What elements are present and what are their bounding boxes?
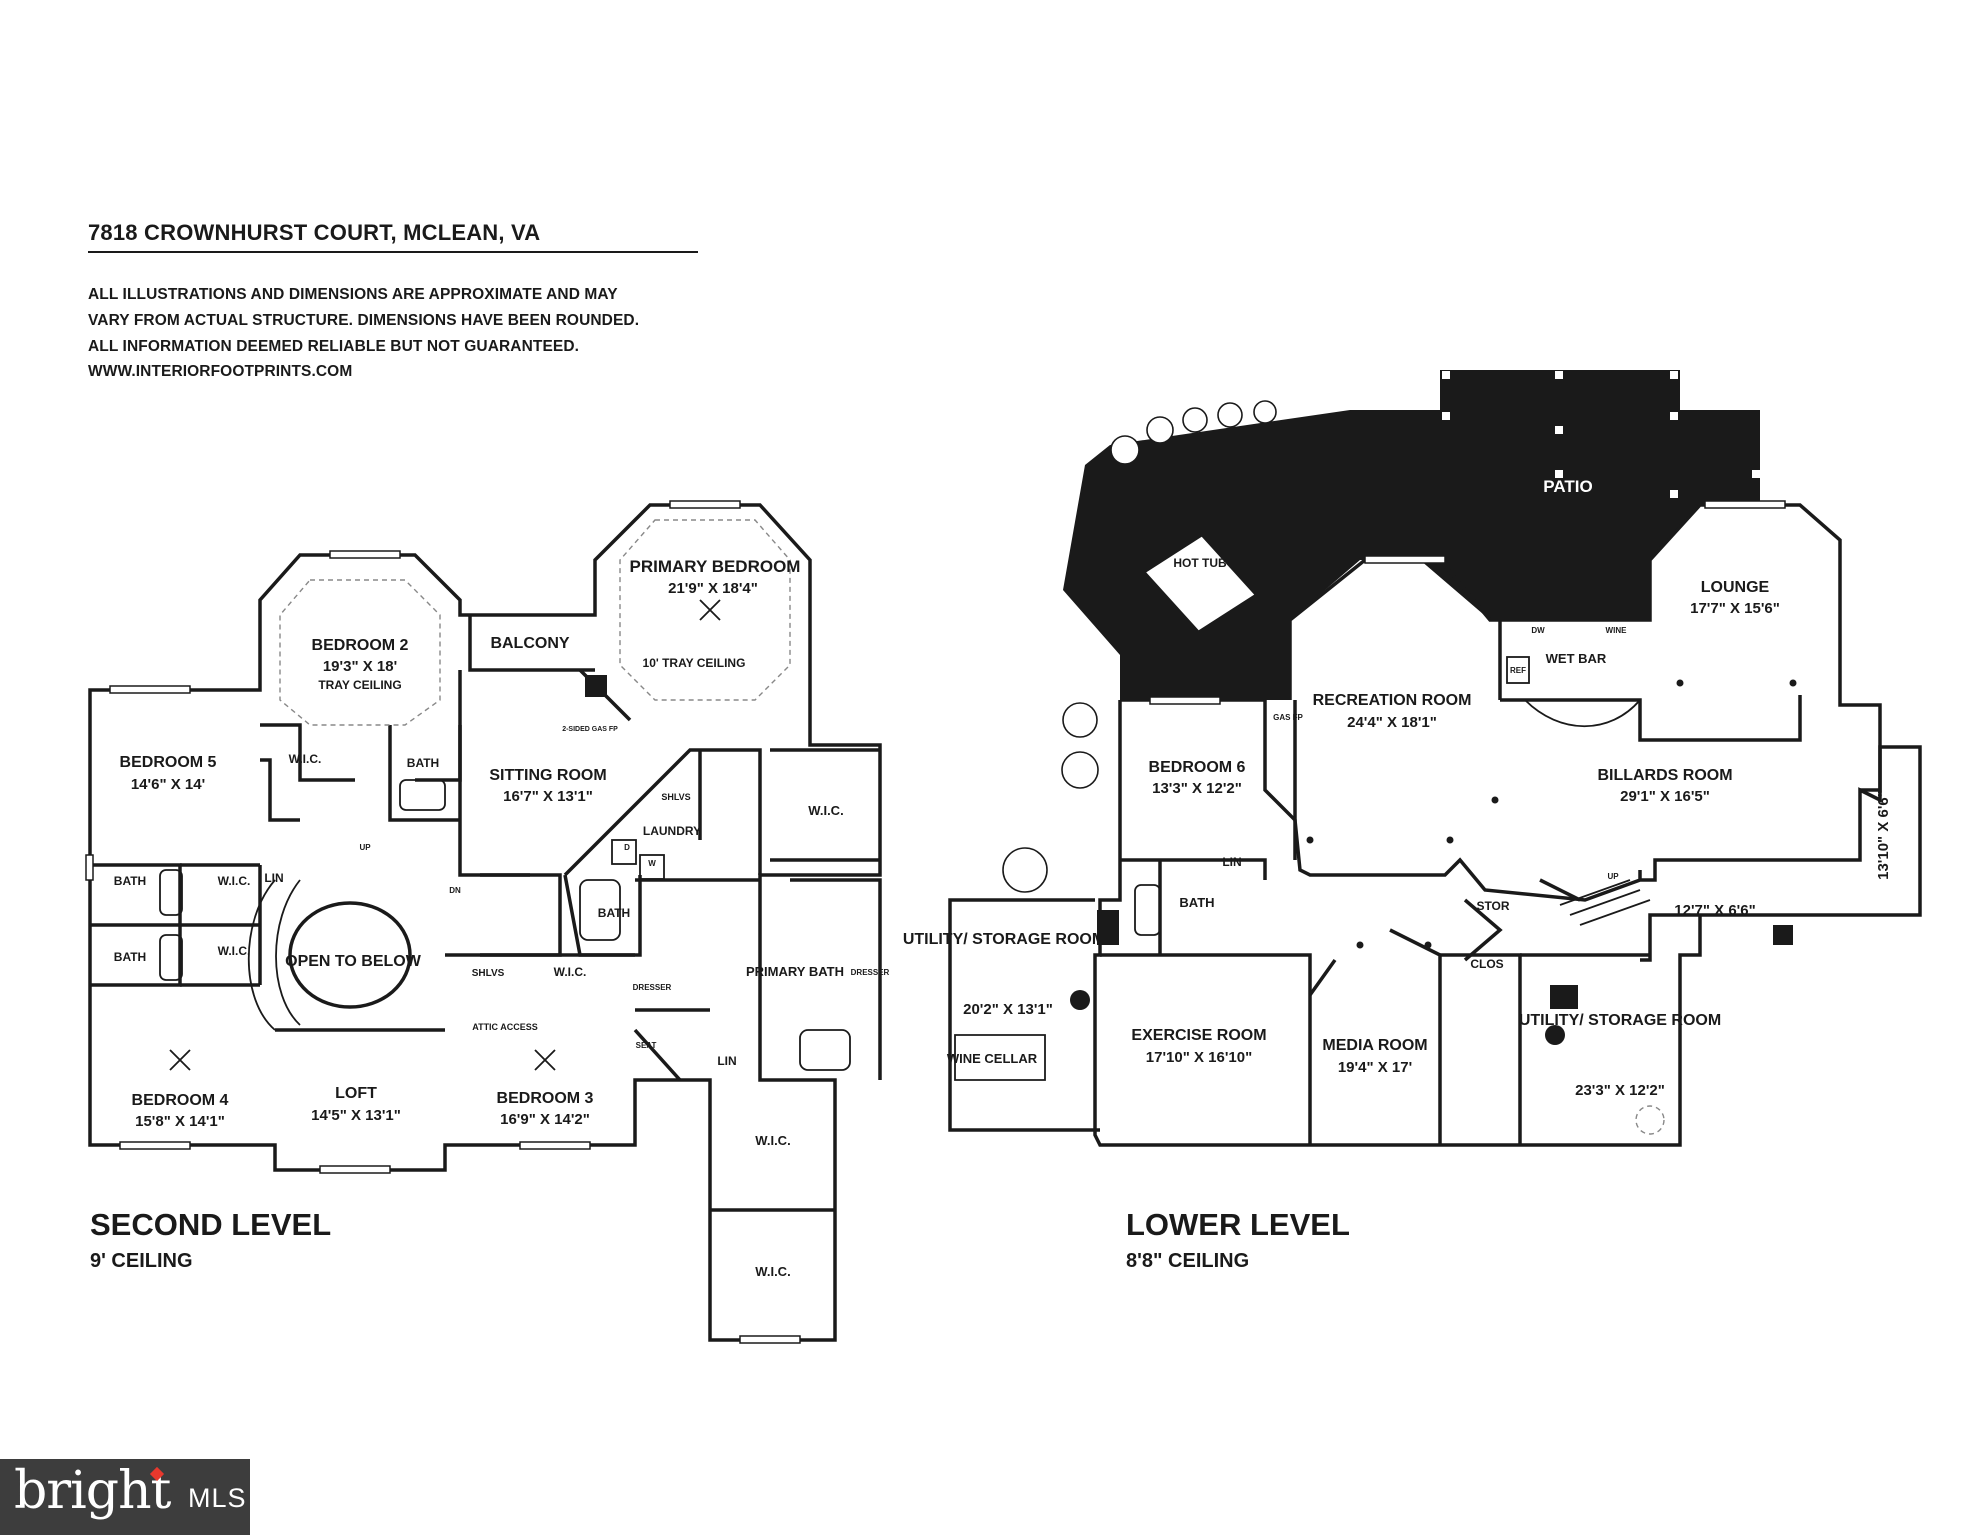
room-bath-b2-name: BATH bbox=[407, 756, 439, 770]
room-bedroom4-dims: 15'8" X 14'1" bbox=[135, 1113, 225, 1130]
room-bedroom4-name: BEDROOM 4 bbox=[132, 1092, 229, 1109]
room-clos-name: CLOS bbox=[1470, 957, 1503, 971]
room-bedroom2-note: TRAY CEILING bbox=[318, 678, 401, 692]
refrigerator-label: REF bbox=[1510, 666, 1526, 675]
room-recreation-name: RECREATION ROOM bbox=[1313, 692, 1472, 709]
stair-up-label: UP bbox=[359, 843, 371, 852]
room-dresser-a-name: DRESSER bbox=[633, 983, 672, 992]
room-wic-b2-name: W.I.C. bbox=[289, 752, 322, 766]
room-utility1-name: UTILITY/ STORAGE ROOM bbox=[903, 931, 1105, 948]
room-lounge-name: LOUNGE bbox=[1701, 579, 1770, 596]
room-lounge-dims: 17'7" X 15'6" bbox=[1690, 600, 1780, 617]
room-bath-ll-name: BATH bbox=[1179, 895, 1214, 910]
room-media-dims: 19'4" X 17' bbox=[1338, 1059, 1412, 1076]
room-lin-c-name: LIN bbox=[1222, 855, 1241, 869]
room-bath-a-name: BATH bbox=[114, 874, 146, 888]
second-level-labels: PRIMARY BEDROOM 21'9" X 18'4" 10' TRAY C… bbox=[114, 557, 890, 1279]
room-laundry-name: LAUNDRY bbox=[643, 824, 701, 838]
room-dresser-b-name: DRESSER bbox=[851, 968, 890, 977]
room-primary-bedroom-dims: 21'9" X 18'4" bbox=[668, 580, 758, 597]
room-utility2-name: UTILITY/ STORAGE ROOM bbox=[1519, 1012, 1721, 1029]
room-primary-wic-name: W.I.C. bbox=[808, 803, 843, 818]
room-loft-dims: 14'5" X 13'1" bbox=[311, 1107, 401, 1124]
room-media-name: MEDIA ROOM bbox=[1322, 1037, 1427, 1054]
room-hall-wic-name: W.I.C. bbox=[554, 965, 587, 979]
room-utility1-dims: 20'2" X 13'1" bbox=[963, 1001, 1053, 1018]
wine-fridge-label: WINE bbox=[1606, 626, 1628, 635]
room-attic-name: ATTIC ACCESS bbox=[472, 1022, 538, 1032]
gas-fireplace-2-label: 2-SIDED GAS FP bbox=[562, 726, 618, 733]
room-bedroom5-dims: 14'6" X 14' bbox=[131, 776, 205, 793]
room-lin-a-name: LIN bbox=[264, 871, 283, 885]
second-level-ceiling: 9' CEILING bbox=[90, 1250, 193, 1272]
washer-label: W bbox=[648, 859, 656, 868]
bright-mls-logo: bright MLS bbox=[0, 1459, 250, 1535]
room-exercise-dims: 17'10" X 16'10" bbox=[1146, 1049, 1252, 1066]
room-wic-a-name: W.I.C. bbox=[218, 874, 251, 888]
gas-fireplace-label: GAS FP bbox=[1273, 713, 1303, 722]
room-sitting-dims: 16'7" X 13'1" bbox=[503, 788, 593, 805]
disclaimer-line-1: ALL ILLUSTRATIONS AND DIMENSIONS ARE APP… bbox=[88, 286, 618, 303]
website-line: WWW.INTERIORFOOTPRINTS.COM bbox=[88, 363, 353, 380]
room-wet-bar-name: WET BAR bbox=[1546, 651, 1607, 666]
room-wine-cellar-name: WINE CELLAR bbox=[947, 1051, 1038, 1066]
room-side-b-dims: 12'7" X 6'6" bbox=[1674, 902, 1755, 919]
room-bath-b-name: BATH bbox=[114, 950, 146, 964]
lower-level-plan bbox=[948, 370, 1922, 1147]
stair-up-lower-label: UP bbox=[1607, 872, 1619, 881]
room-primary-bedroom-name: PRIMARY BEDROOM bbox=[630, 557, 801, 576]
room-bedroom2-dims: 19'3" X 18' bbox=[323, 658, 397, 675]
room-open-below-name: OPEN TO BELOW bbox=[285, 953, 422, 970]
room-wic-c1-name: W.I.C. bbox=[755, 1133, 790, 1148]
room-primary-bedroom-note: 10' TRAY CEILING bbox=[643, 656, 746, 670]
lower-level-title: LOWER LEVEL bbox=[1126, 1207, 1350, 1242]
room-seat-name: SEAT bbox=[636, 1041, 657, 1050]
room-wic-b-name: W.I.C. bbox=[218, 944, 251, 958]
room-sitting-name: SITTING ROOM bbox=[489, 767, 606, 784]
room-hot-tub-name: HOT TUB bbox=[1173, 556, 1227, 570]
room-bedroom6-dims: 13'3" X 12'2" bbox=[1152, 780, 1242, 797]
disclaimer-line-2: VARY FROM ACTUAL STRUCTURE. DIMENSIONS H… bbox=[88, 312, 640, 329]
room-bedroom3-name: BEDROOM 3 bbox=[497, 1090, 594, 1107]
room-primary-bath-name: PRIMARY BATH bbox=[746, 964, 844, 979]
room-billiards-dims: 29'1" X 16'5" bbox=[1620, 788, 1710, 805]
stair-down-label: DN bbox=[449, 886, 461, 895]
room-bedroom6-name: BEDROOM 6 bbox=[1149, 759, 1246, 776]
room-wic-c2-name: W.I.C. bbox=[755, 1264, 790, 1279]
room-stor-name: STOR bbox=[1476, 899, 1509, 913]
room-bath-laundry-name: BATH bbox=[598, 906, 630, 920]
second-level-plan bbox=[85, 500, 882, 1344]
room-shlvs-a-name: SHLVS bbox=[472, 968, 505, 979]
property-address-title: 7818 CROWNHURST COURT, MCLEAN, VA bbox=[88, 220, 541, 245]
room-side-a-dims: 13'10" X 6'6" bbox=[1875, 790, 1892, 880]
title-divider bbox=[88, 251, 698, 253]
room-patio-name: PATIO bbox=[1543, 477, 1592, 496]
second-level-title: SECOND LEVEL bbox=[90, 1207, 332, 1242]
room-shlvs-b-name: SHLVS bbox=[661, 792, 690, 802]
room-balcony-name: BALCONY bbox=[490, 635, 569, 652]
room-utility2-dims: 23'3" X 12'2" bbox=[1575, 1082, 1665, 1099]
room-exercise-name: EXERCISE ROOM bbox=[1131, 1027, 1266, 1044]
lower-level-ceiling: 8'8" CEILING bbox=[1126, 1250, 1250, 1272]
room-billiards-name: BILLARDS ROOM bbox=[1597, 767, 1732, 784]
logo-wordmark: bright bbox=[14, 1461, 171, 1521]
lower-level-labels: PATIO HOT TUB LOUNGE 17'7" X 15'6" RECRE… bbox=[903, 477, 1892, 1099]
room-bedroom5-name: BEDROOM 5 bbox=[120, 754, 217, 771]
disclaimer-line-3: ALL INFORMATION DEEMED RELIABLE BUT NOT … bbox=[88, 338, 580, 355]
room-bedroom2-name: BEDROOM 2 bbox=[312, 637, 409, 654]
room-loft-name: LOFT bbox=[335, 1085, 377, 1102]
room-lin-b-name: LIN bbox=[717, 1054, 736, 1068]
room-recreation-dims: 24'4" X 18'1" bbox=[1347, 714, 1437, 731]
logo-suffix: MLS bbox=[188, 1483, 247, 1513]
dishwasher-label: DW bbox=[1531, 626, 1545, 635]
room-bedroom3-dims: 16'9" X 14'2" bbox=[500, 1111, 590, 1128]
dryer-label: D bbox=[624, 843, 630, 852]
